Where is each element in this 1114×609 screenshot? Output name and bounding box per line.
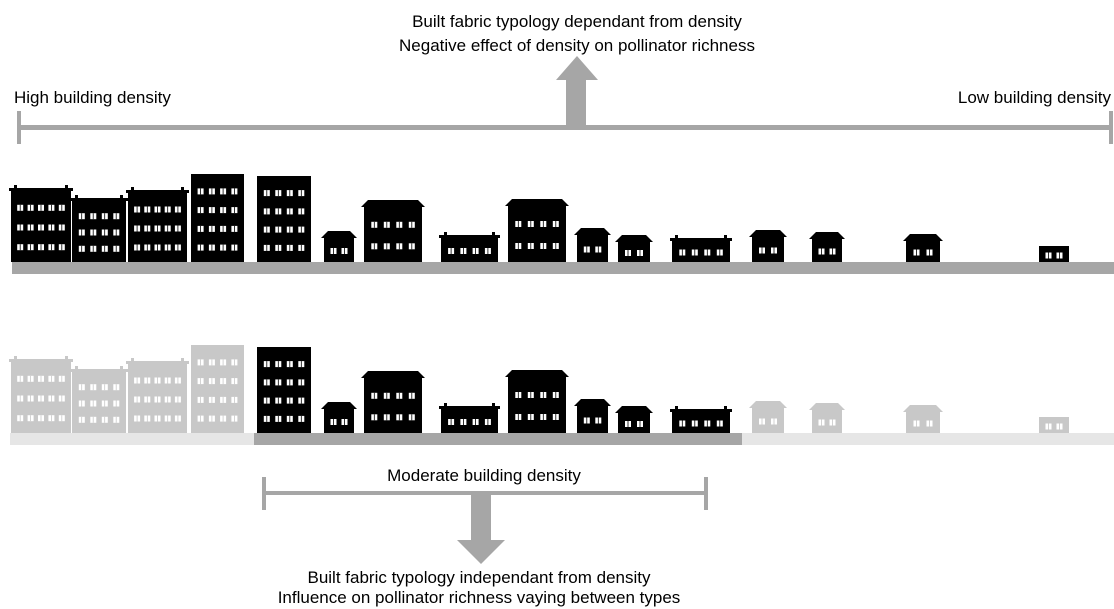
ground-line-faded-left (10, 433, 254, 445)
ground-line-faded-right (742, 433, 1114, 445)
building-5 (257, 176, 311, 262)
building-12 (670, 406, 732, 433)
bottom-caption-line1: Built fabric typology independant from d… (307, 568, 651, 587)
building-16 (1039, 246, 1069, 262)
building-15 (903, 405, 943, 433)
building-8 (439, 232, 500, 262)
building-6 (321, 231, 357, 262)
building-6 (321, 402, 357, 433)
ground-line-moderate (254, 433, 742, 445)
building-9 (505, 199, 569, 262)
building-9 (505, 370, 569, 433)
top-caption-line2: Negative effect of density on pollinator… (399, 36, 755, 55)
building-12 (670, 235, 732, 262)
building-10 (574, 228, 611, 262)
ground-line (12, 262, 1114, 274)
building-1 (9, 185, 73, 262)
building-11 (615, 235, 653, 262)
bottom-caption-line2: Influence on pollinator richness vaying … (277, 588, 681, 607)
building-5 (257, 347, 311, 433)
row-all-buildings (9, 174, 1114, 274)
density-scale-bar (17, 111, 1113, 144)
building-3 (126, 187, 189, 262)
building-15 (903, 234, 943, 262)
moderate-density-label: Moderate building density (387, 466, 581, 485)
building-1 (9, 356, 73, 433)
building-11 (615, 406, 653, 433)
building-7 (361, 371, 425, 433)
building-10 (574, 399, 611, 433)
building-4 (191, 174, 244, 262)
building-2 (70, 195, 128, 262)
building-14 (809, 232, 845, 262)
up-arrow-icon (556, 56, 598, 126)
low-density-label: Low building density (957, 88, 1111, 107)
building-7 (361, 200, 425, 262)
high-density-label: High building density (14, 88, 171, 107)
row-moderate-buildings (9, 345, 1114, 445)
building-13 (749, 230, 787, 262)
building-14 (809, 403, 845, 433)
top-caption-line1: Built fabric typology dependant from den… (412, 12, 742, 31)
down-arrow-icon (457, 493, 505, 564)
building-13 (749, 401, 787, 433)
building-4 (191, 345, 244, 433)
building-16 (1039, 417, 1069, 433)
building-2 (70, 366, 128, 433)
building-3 (126, 358, 189, 433)
building-8 (439, 403, 500, 433)
